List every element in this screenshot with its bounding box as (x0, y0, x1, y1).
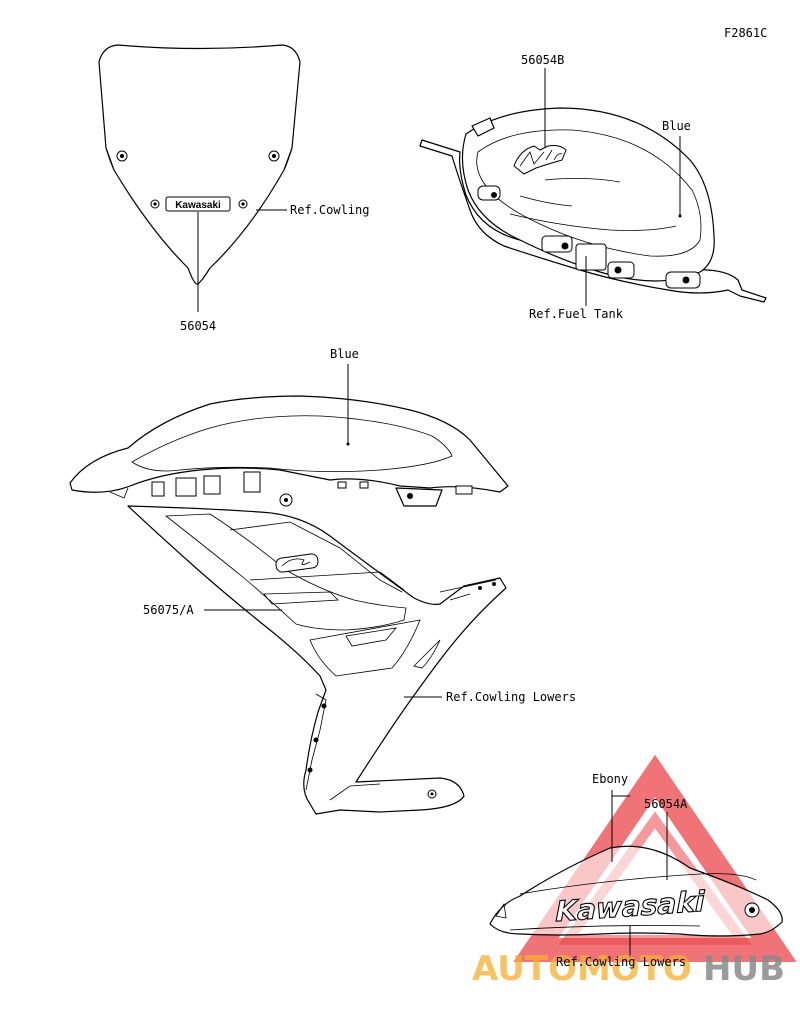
fuel-tank-drawing (419, 107, 767, 303)
label-lower-color: Ebony (592, 772, 628, 786)
label-lower-ref: Ref.Cowling Lowers (556, 955, 686, 969)
windshield-logo-decal (165, 196, 231, 212)
label-tank-color: Blue (662, 119, 691, 133)
label-windshield-part: 56054 (180, 319, 216, 333)
lower-cowling-drawing (489, 845, 783, 937)
side-cowling-drawing (127, 505, 507, 815)
upper-cowling-drawing (69, 395, 509, 507)
label-tank-ref: Ref.Fuel Tank (529, 307, 624, 321)
label-lower-part: 56054A (644, 797, 688, 811)
label-tank-part: 56054B (521, 53, 564, 67)
tank-ninja-decal (513, 145, 567, 175)
watermark-text-hub: HUB (703, 949, 785, 989)
windshield-drawing: Kawasaki (98, 44, 301, 285)
label-cowling-part: 56075/A (143, 603, 194, 617)
watermark-text: AUTOMOTO (472, 949, 692, 989)
windshield-logo-text: Kawasaki (175, 200, 221, 211)
figure-code: F2861C (724, 26, 767, 40)
label-windshield-ref: Ref.Cowling (290, 203, 369, 217)
label-cowling-color: Blue (330, 347, 359, 361)
label-cowling-lowers-ref: Ref.Cowling Lowers (446, 690, 576, 704)
